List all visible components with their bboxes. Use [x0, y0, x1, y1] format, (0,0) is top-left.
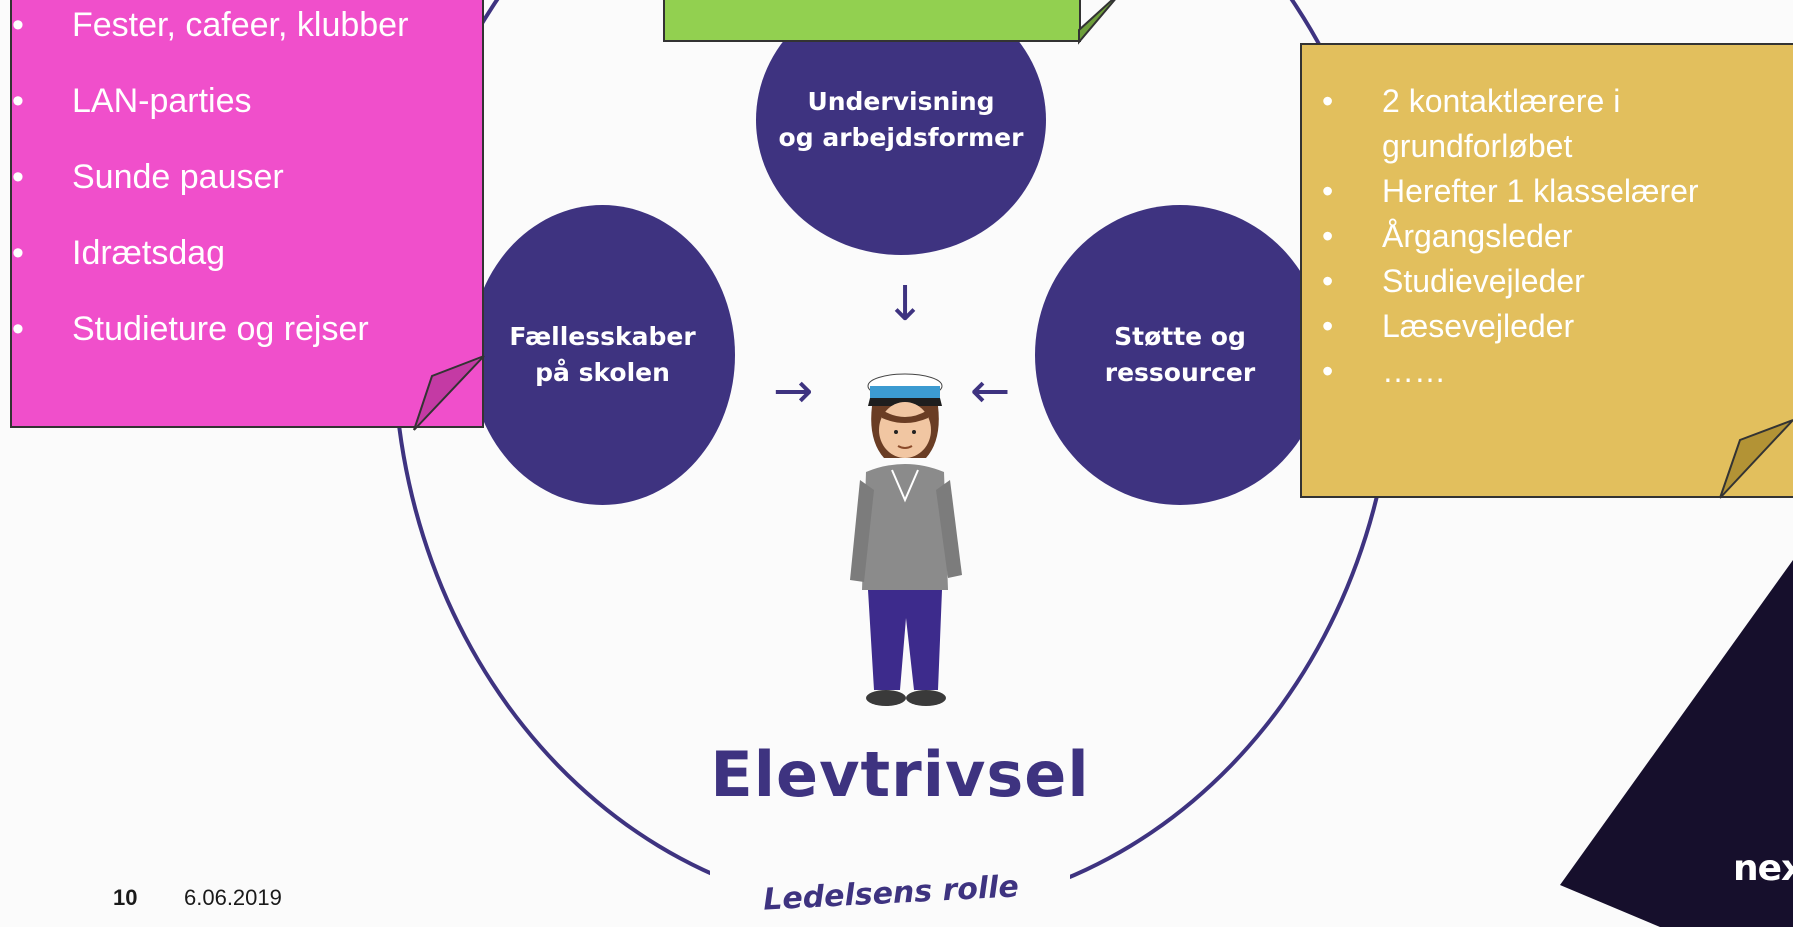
yellow-note-item: Studievejleder [1302, 259, 1782, 304]
yellow-sticky-note: 2 kontaktlærere i grundforløbet Herefter… [1300, 43, 1793, 498]
bubble-support: Støtte og ressourcer [1035, 205, 1325, 505]
pink-note-item: LAN-parties [12, 78, 408, 154]
yellow-note-item: Herefter 1 klasselærer [1302, 169, 1782, 214]
bubble-teaching-line-2: og arbejdsformer [778, 123, 1024, 152]
yellow-note-fold [1719, 419, 1793, 499]
bubble-support-line-2: ressourcer [1104, 358, 1256, 387]
student-illustration [850, 373, 962, 706]
brand-logo-main: next [1733, 848, 1793, 889]
bubble-teaching-line-1: Undervisning [807, 87, 995, 116]
arrow-right-icon: → [773, 363, 814, 419]
pink-note-item: Idrætsdag [12, 230, 408, 306]
yellow-note-item: 2 kontaktlærere i grundforløbet [1302, 79, 1782, 169]
pink-note-item: Studieture og rejser [12, 306, 408, 382]
brand-logo: nextx [1733, 848, 1793, 889]
pink-note-item: Sunde pauser [12, 154, 408, 230]
bubble-community-line-1: Fællesskaber [509, 322, 696, 351]
yellow-note-item: Læsevejleder [1302, 304, 1782, 349]
pink-note-item: Fester, cafeer, klubber [12, 2, 408, 78]
green-sticky-note [663, 0, 1081, 42]
bubble-community: Fællesskaber på skolen [470, 205, 735, 505]
yellow-note-item: …… [1302, 349, 1782, 394]
page-number: 10 [113, 885, 138, 910]
ring-gap [710, 860, 1070, 927]
diagram-title: Elevtrivsel [710, 738, 1090, 811]
arrow-left-icon: ← [970, 363, 1011, 419]
pink-note-fold [413, 355, 485, 431]
pink-note-list: Fester, cafeer, klubber LAN-parties Sund… [12, 2, 408, 382]
bubble-support-line-1: Støtte og [1114, 322, 1246, 351]
green-note-fold [1078, 0, 1116, 45]
brand-corner-shape [1560, 560, 1793, 927]
slide-date: 6.06.2019 [184, 885, 282, 910]
yellow-note-item: Årgangsleder [1302, 214, 1782, 259]
bubble-teaching: Undervisning og arbejdsformer [756, 0, 1046, 255]
arrow-down-icon: ↓ [885, 276, 926, 332]
pink-sticky-note: Fester, cafeer, klubber LAN-parties Sund… [10, 0, 484, 428]
bubble-community-line-2: på skolen [535, 358, 670, 387]
yellow-note-list: 2 kontaktlærere i grundforløbet Herefter… [1302, 79, 1782, 394]
